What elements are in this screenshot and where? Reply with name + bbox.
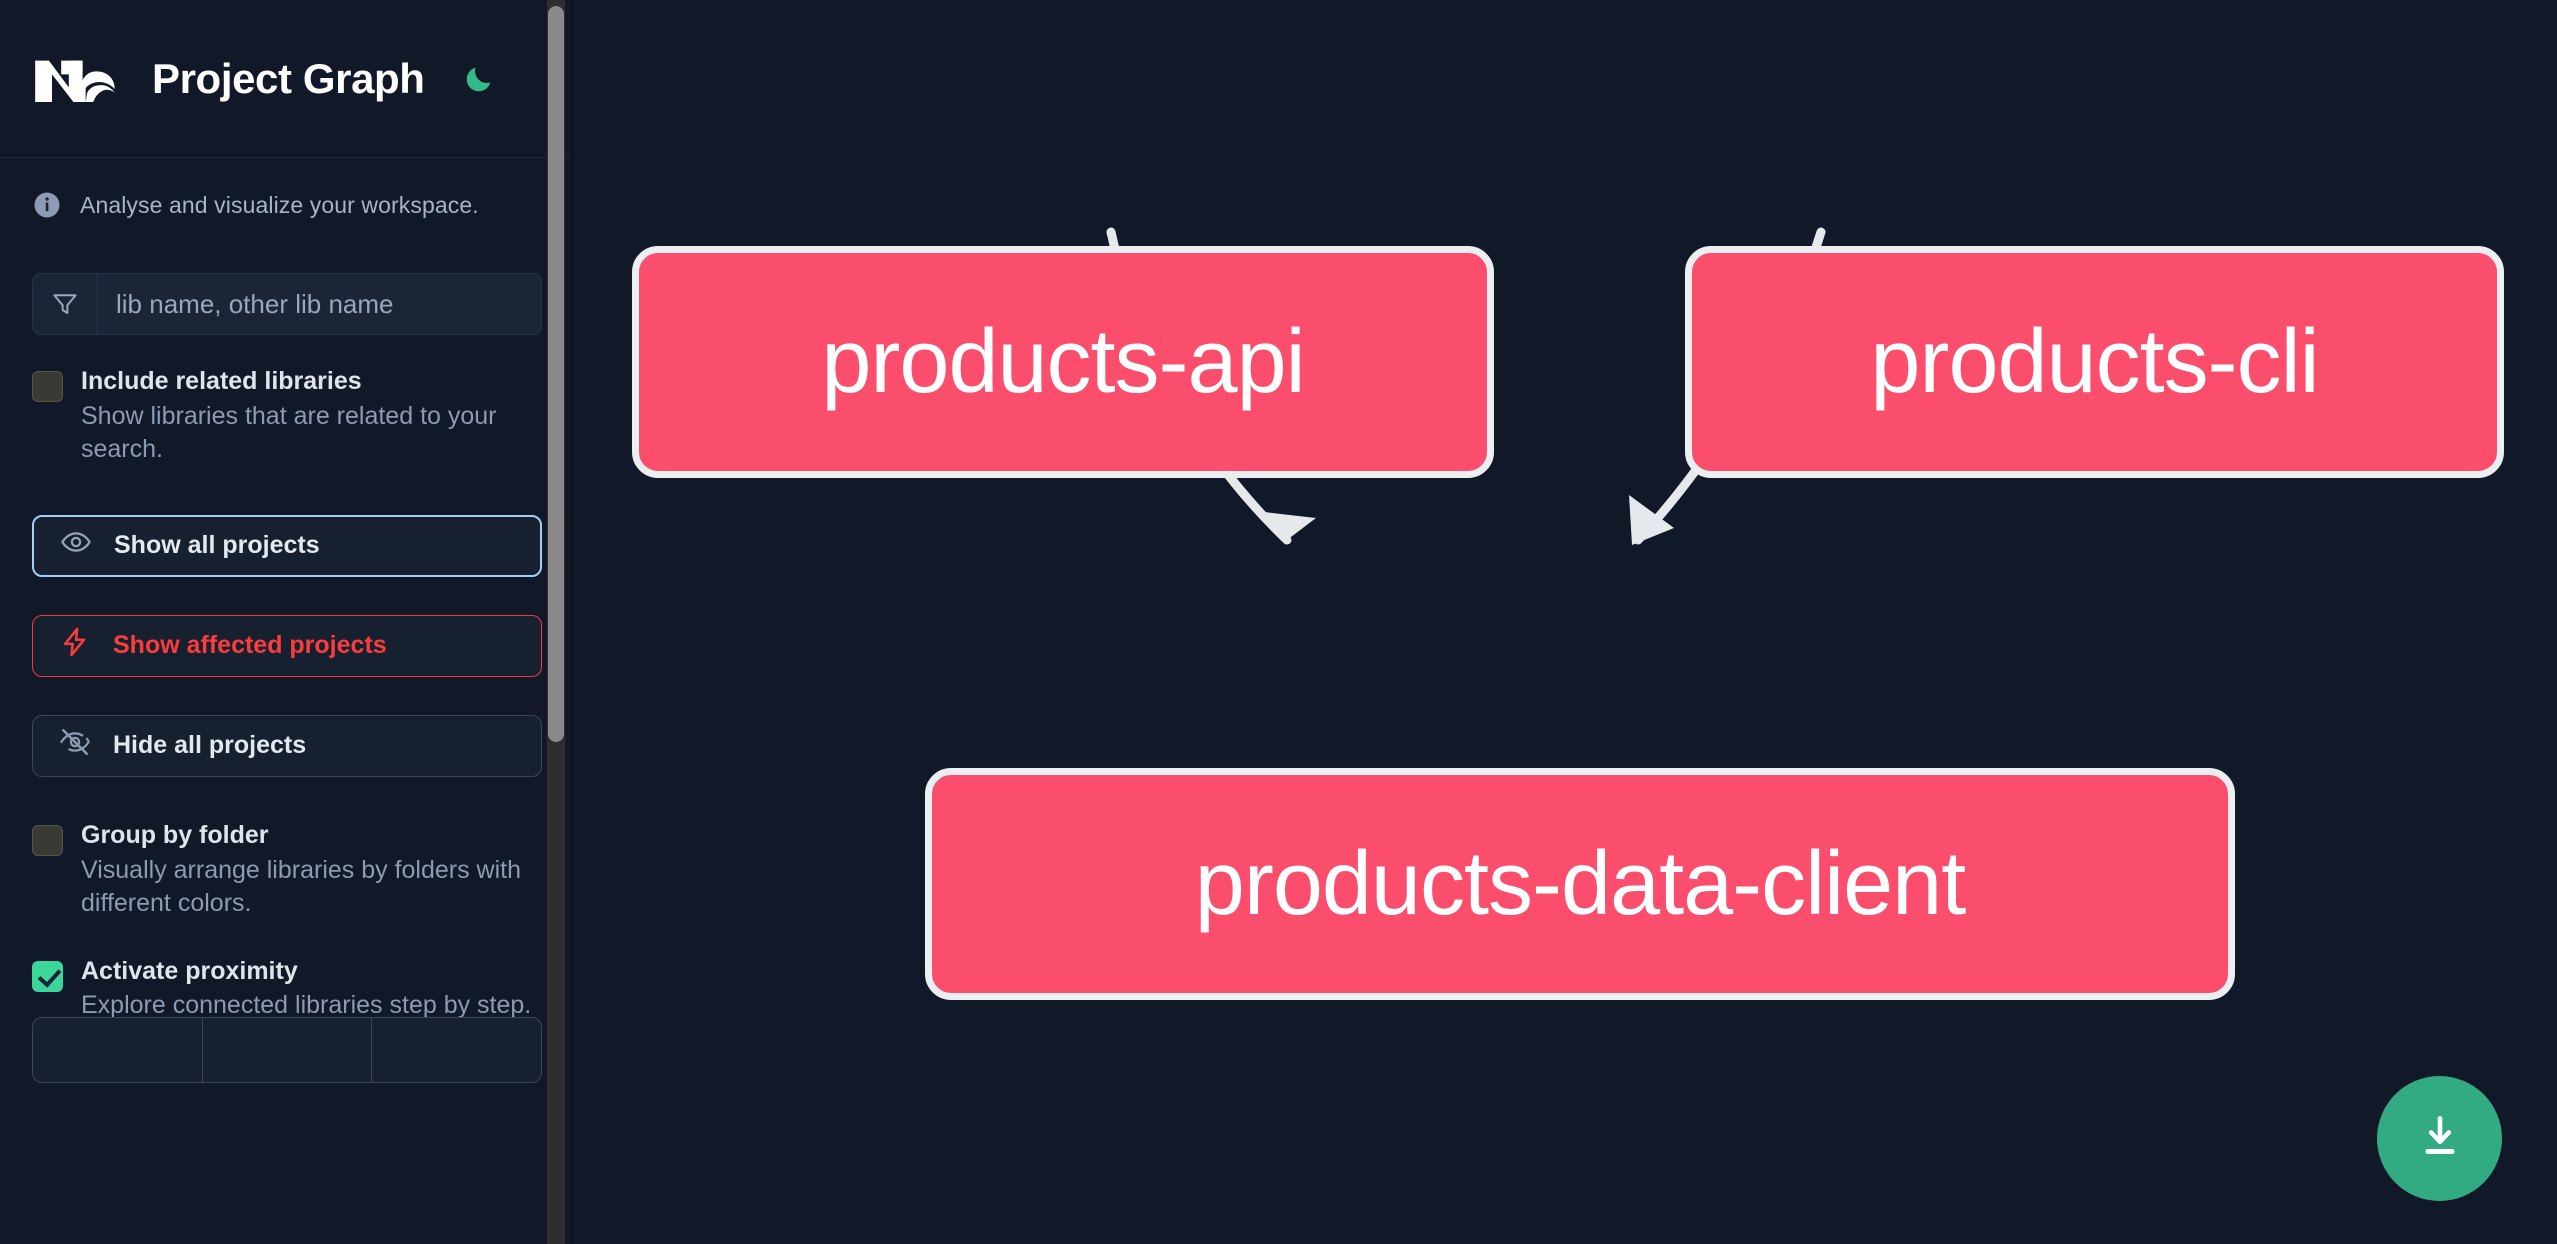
graph-canvas[interactable]: products-api products-cli products-data-…	[574, 0, 2557, 1244]
show-all-projects-button[interactable]: Show all projects	[32, 514, 542, 577]
include-related-libraries-checkbox[interactable]	[32, 371, 63, 402]
eye-icon	[60, 526, 92, 565]
sidebar: Project Graph Analyse and visualize your…	[0, 0, 574, 1244]
moon-icon[interactable]	[457, 57, 501, 101]
segment-3[interactable]	[372, 1018, 541, 1082]
eye-off-icon	[59, 726, 91, 765]
graph-node-products-data-client[interactable]: products-data-client	[925, 768, 2235, 1000]
show-affected-projects-label: Show affected projects	[113, 631, 387, 660]
info-text: Analyse and visualize your workspace.	[80, 191, 479, 218]
graph-node-products-api[interactable]: products-api	[632, 246, 1494, 478]
activate-proximity-checkbox[interactable]	[32, 960, 63, 992]
proximity-step-segmented-control[interactable]	[32, 1016, 542, 1083]
page-title: Project Graph	[152, 54, 425, 102]
group-by-folder-description: Visually arrange libraries by folders wi…	[81, 855, 522, 918]
download-graph-button[interactable]	[2377, 1076, 2502, 1201]
option-activate-proximity[interactable]: Activate proximity Explore connected lib…	[32, 957, 542, 1023]
search-input[interactable]	[98, 274, 541, 334]
graph-node-label: products-cli	[1870, 311, 2319, 412]
hide-all-projects-button[interactable]: Hide all projects	[32, 714, 542, 777]
search-field[interactable]	[32, 273, 542, 335]
sidebar-divider	[571, 0, 574, 1244]
activate-proximity-label: Activate proximity	[81, 956, 298, 985]
segment-1[interactable]	[33, 1017, 203, 1082]
graph-node-label: products-data-client	[1194, 833, 1966, 934]
sidebar-header: Project Graph	[0, 0, 574, 158]
group-by-folder-label: Group by folder	[81, 820, 269, 849]
download-icon	[2414, 1111, 2466, 1166]
show-all-projects-label: Show all projects	[114, 531, 320, 560]
visibility-button-group: Show all projects Show affected projects	[32, 514, 542, 777]
sidebar-scrollbar-thumb[interactable]	[548, 6, 564, 742]
group-by-folder-checkbox[interactable]	[32, 824, 63, 856]
filter-icon	[33, 274, 98, 334]
option-group-by-folder[interactable]: Group by folder Visually arrange librari…	[32, 821, 542, 921]
info-icon	[32, 190, 62, 220]
include-related-libraries-description: Show libraries that are related to your …	[81, 401, 497, 464]
graph-node-label: products-api	[821, 311, 1305, 412]
activate-proximity-description: Explore connected libraries step by step…	[81, 991, 532, 1020]
segment-2[interactable]	[203, 1017, 373, 1082]
hide-all-projects-label: Hide all projects	[113, 731, 307, 760]
sidebar-body: Analyse and visualize your workspace. In…	[0, 158, 574, 1083]
include-related-libraries-label: Include related libraries	[81, 367, 362, 395]
nx-logo-icon	[32, 53, 124, 105]
workspace-info: Analyse and visualize your workspace.	[32, 158, 542, 226]
show-affected-projects-button[interactable]: Show affected projects	[32, 614, 542, 677]
lightning-icon	[59, 626, 91, 665]
graph-node-products-cli[interactable]: products-cli	[1685, 246, 2504, 478]
graph-edges	[1106, 227, 1826, 545]
option-include-related-libraries[interactable]: Include related libraries Show libraries…	[32, 367, 542, 467]
